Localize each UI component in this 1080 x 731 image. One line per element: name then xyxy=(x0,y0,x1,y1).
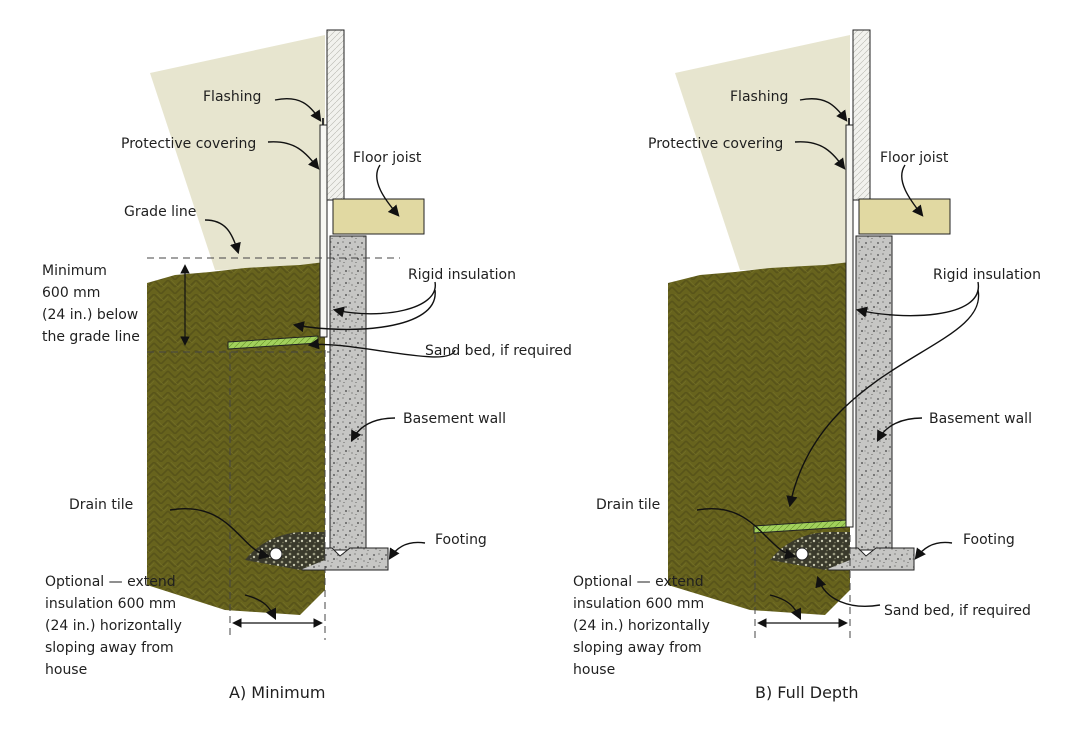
drain-tile-arrow xyxy=(169,507,271,560)
label-optional-2: insulation 600 mm xyxy=(45,596,176,612)
protective-covering-strip xyxy=(319,124,328,338)
protective-covering-arrow xyxy=(794,141,846,170)
label-optional-1: Optional — extend xyxy=(45,574,176,590)
panel-a: Flashing Protective covering Floor joist… xyxy=(42,29,572,702)
sand-bed-arrow xyxy=(815,575,881,607)
label-optional-2: insulation 600 mm xyxy=(573,596,704,612)
drain-tile-arrow xyxy=(696,507,797,560)
label-basement-wall: Basement wall xyxy=(929,411,1032,427)
label-protective-covering: Protective covering xyxy=(648,136,783,152)
floor-joist xyxy=(332,198,425,235)
panel-b: Flashing Protective covering Floor joist… xyxy=(573,29,1041,702)
drain-gravel xyxy=(245,532,325,570)
drain-tile-pipe xyxy=(795,547,809,561)
label-optional-4: sloping away from xyxy=(45,640,174,656)
label-minimum-1: Minimum xyxy=(42,263,107,279)
rigid-insulation-arrow xyxy=(855,281,979,318)
label-optional-3: (24 in.) horizontally xyxy=(573,618,710,634)
label-sand-bed: Sand bed, if required xyxy=(425,343,572,359)
above-grade-area xyxy=(675,35,850,270)
floor-joist-arrow xyxy=(901,164,924,217)
label-minimum-4: the grade line xyxy=(42,329,140,345)
basement-wall xyxy=(329,235,367,551)
sand-bed-arrow xyxy=(307,338,456,358)
label-basement-wall: Basement wall xyxy=(403,411,506,427)
label-rigid-insulation: Rigid insulation xyxy=(408,267,516,283)
floor-joist-arrow xyxy=(376,164,400,217)
rigid-insulation-arrow-2 xyxy=(292,289,436,333)
basement-wall-arrow xyxy=(350,417,396,442)
label-flashing: Flashing xyxy=(730,89,788,105)
drain-tile-pipe xyxy=(269,547,283,561)
label-protective-covering: Protective covering xyxy=(121,136,256,152)
label-minimum-3: (24 in.) below xyxy=(42,307,138,323)
rigid-insulation-full xyxy=(845,124,854,528)
label-flashing: Flashing xyxy=(203,89,261,105)
caption-a: A) Minimum xyxy=(229,683,325,702)
label-floor-joist: Floor joist xyxy=(353,150,422,166)
label-grade-line: Grade line xyxy=(124,204,196,220)
floor-joist xyxy=(858,198,951,235)
flashing-arrow xyxy=(799,98,848,122)
caption-b: B) Full Depth xyxy=(755,683,858,702)
label-rigid-insulation: Rigid insulation xyxy=(933,267,1041,283)
label-footing: Footing xyxy=(963,532,1015,548)
rigid-insulation-arrow-2 xyxy=(786,289,980,508)
drain-gravel xyxy=(770,532,850,570)
wall-cladding xyxy=(326,29,345,201)
label-optional-3: (24 in.) horizontally xyxy=(45,618,182,634)
label-optional-5: house xyxy=(573,662,615,678)
grade-line-arrow xyxy=(204,219,241,255)
soil xyxy=(147,262,325,615)
label-optional-5: house xyxy=(45,662,87,678)
label-footing: Footing xyxy=(435,532,487,548)
wall-cladding xyxy=(852,29,871,201)
label-optional-1: Optional — extend xyxy=(573,574,704,590)
footing-arrow xyxy=(914,541,953,560)
label-optional-4: sloping away from xyxy=(573,640,702,656)
above-grade-area xyxy=(150,35,325,270)
flashing-arrow xyxy=(274,98,322,122)
rigid-insulation-arrow xyxy=(332,281,436,318)
optional-arrow xyxy=(244,594,277,621)
optional-arrow xyxy=(769,594,802,621)
horizontal-insulation xyxy=(753,519,847,534)
label-sand-bed: Sand bed, if required xyxy=(884,603,1031,619)
basement-wall-arrow xyxy=(876,417,923,442)
protective-covering-arrow xyxy=(267,141,320,170)
label-drain-tile: Drain tile xyxy=(596,497,660,513)
label-drain-tile: Drain tile xyxy=(69,497,133,513)
label-minimum-2: 600 mm xyxy=(42,285,100,301)
label-floor-joist: Floor joist xyxy=(880,150,949,166)
footing-arrow xyxy=(388,541,426,560)
